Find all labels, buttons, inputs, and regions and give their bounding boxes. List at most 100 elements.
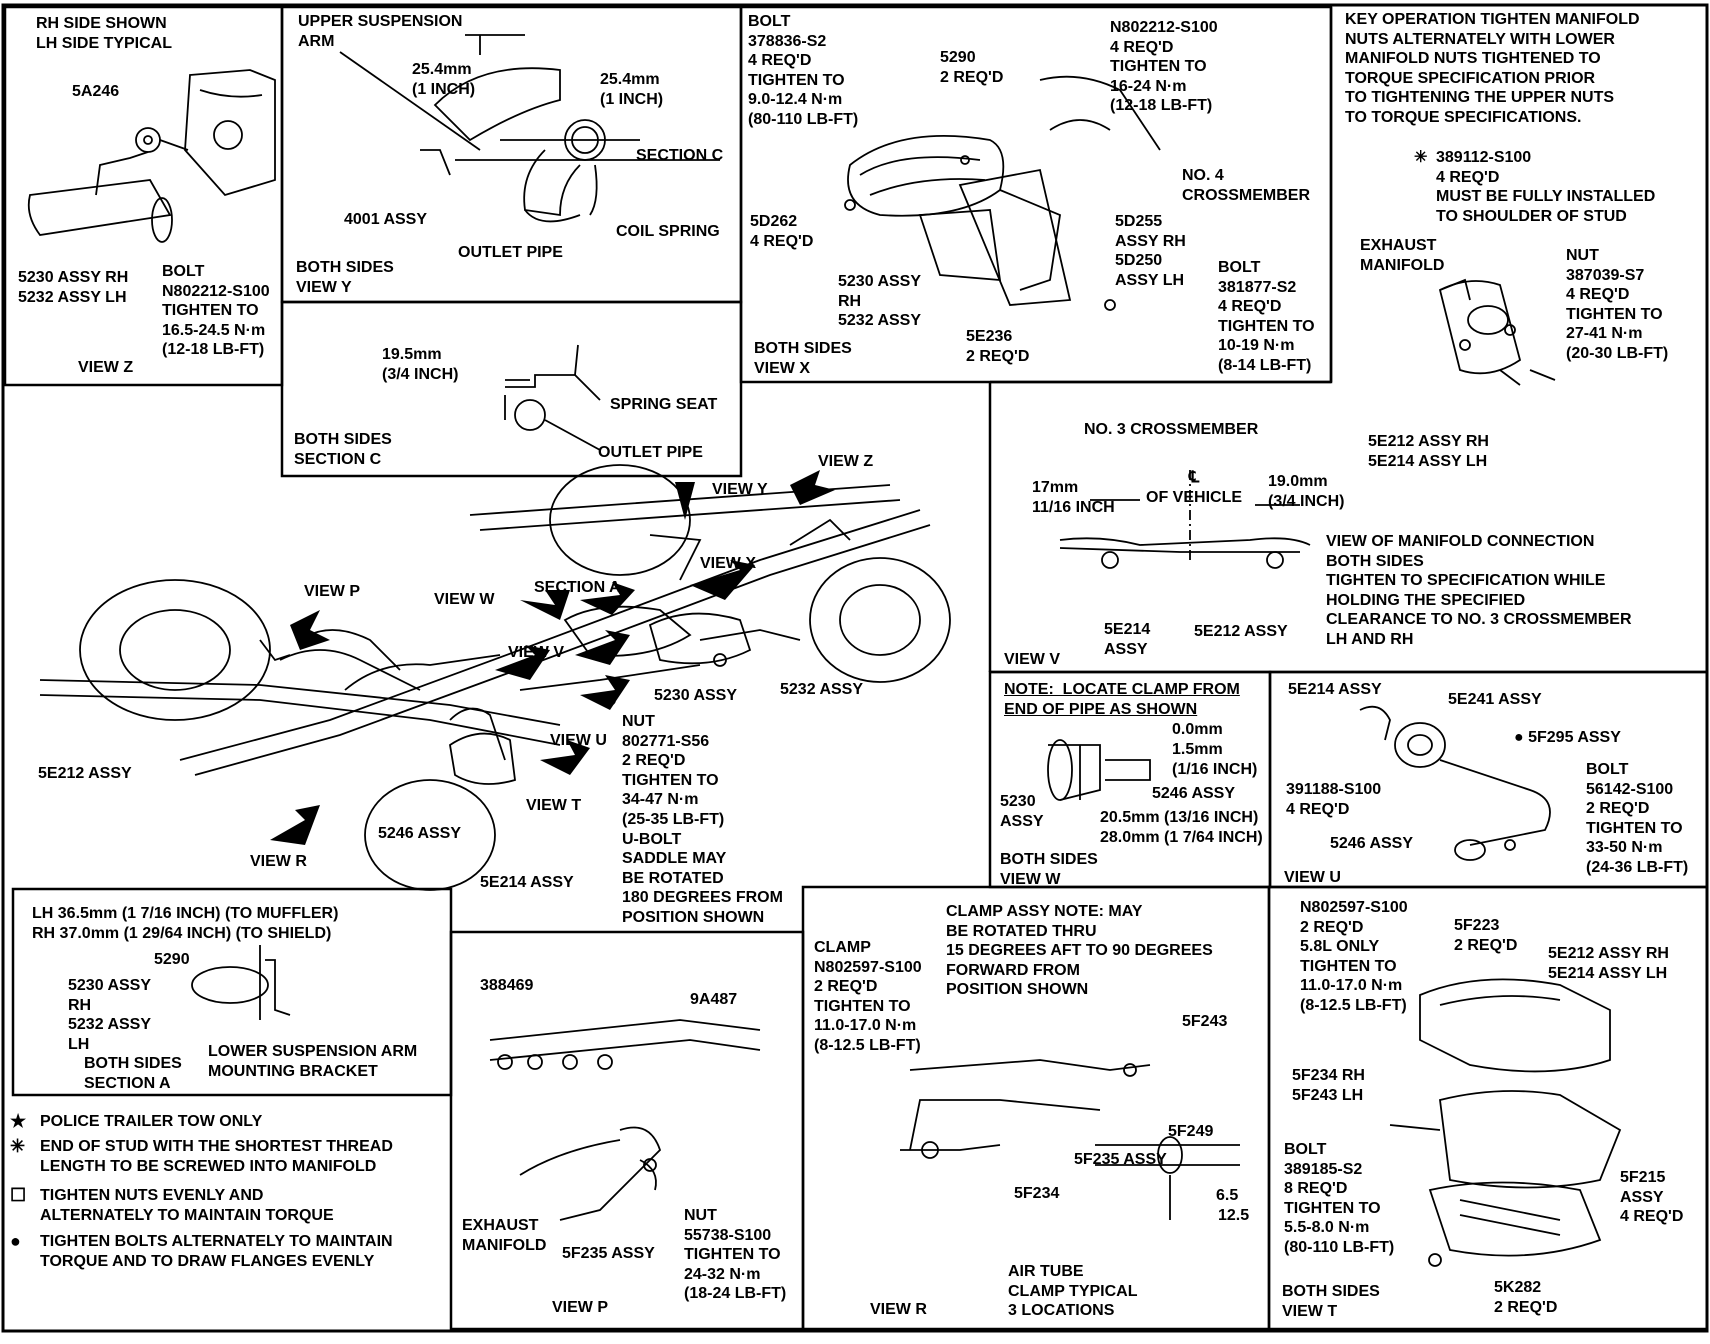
main-view-t: VIEW T — [526, 797, 582, 814]
view-v-cl: ℄ OF VEHICLE — [1146, 469, 1243, 506]
arrow-view-t — [580, 675, 630, 710]
view-p-title: VIEW P — [552, 1299, 609, 1316]
main-view-z: VIEW Z — [818, 453, 874, 470]
key-op-star: ✳ — [1414, 149, 1428, 166]
view-x-cross4: NO. 4 CROSSMEMBER — [1182, 167, 1311, 204]
view-p-9a487: 9A487 — [690, 991, 738, 1008]
main-view-x: VIEW X — [700, 555, 757, 572]
main-nut: NUT 802771-S56 2 REQ'D TIGHTEN TO 34-47 … — [622, 713, 783, 926]
view-r-d1: 6.5 — [1216, 1187, 1239, 1204]
section-c-pipe: OUTLET PIPE — [598, 444, 703, 461]
view-p-manifold: EXHAUST MANIFOLD — [462, 1217, 547, 1254]
view-u-bolt: BOLT 56142-S100 2 REQ'D TIGHTEN TO 33-50… — [1586, 761, 1689, 876]
legend-square-icon: ☐ — [10, 1185, 27, 1205]
view-u-5246: 5246 ASSY — [1330, 835, 1414, 852]
view-x-5290: 5290 2 REQ'D — [940, 49, 1004, 86]
solid-dot-icon: ● — [1514, 729, 1529, 746]
legend-asterisk-icon: ✳ — [10, 1136, 26, 1156]
main-view-u: VIEW U — [550, 732, 607, 749]
arrow-view-w — [520, 590, 570, 620]
view-x-bolt1: BOLT 378836-S2 4 REQ'D TIGHTEN TO 9.0-12… — [748, 13, 859, 128]
view-w-note: NOTE: LOCATE CLAMP FROM END OF PIPE AS S… — [1004, 681, 1240, 718]
view-z-title: VIEW Z — [78, 359, 134, 376]
view-r-air: AIR TUBE CLAMP TYPICAL 3 LOCATIONS — [1008, 1263, 1138, 1320]
view-r-clamp: CLAMP N802597-S100 2 REQ'D TIGHTEN TO 11… — [814, 939, 922, 1054]
main-assembly-artwork — [39, 464, 951, 891]
view-y-spring: COIL SPRING — [616, 223, 720, 240]
main-view-w: VIEW W — [434, 591, 495, 608]
view-p-nut: NUT 55738-S100 TIGHTEN TO 24-32 N·m (18-… — [684, 1207, 787, 1303]
legend-star-text: POLICE TRAILER TOW ONLY — [40, 1113, 263, 1130]
arrow-view-u — [540, 740, 590, 775]
view-x-5d255: 5D255 ASSY RH 5D250 ASSY LH — [1115, 213, 1186, 289]
view-w-d0: 0.0mm — [1172, 721, 1223, 738]
key-op-manifold: EXHAUST MANIFOLD — [1360, 237, 1445, 274]
view-u-5f295: ● 5F295 ASSY — [1514, 728, 1621, 748]
view-t-artwork — [1389, 978, 1622, 1267]
view-t-bolt: BOLT 389185-S2 8 REQ'D TIGHTEN TO 5.5-8.… — [1284, 1141, 1395, 1256]
section-a-bracket: LOWER SUSPENSION ARM MOUNTING BRACKET — [208, 1043, 418, 1080]
section-a-footer: BOTH SIDES SECTION A — [84, 1055, 182, 1092]
legend-dot-text: TIGHTEN BOLTS ALTERNATELY TO MAINTAIN TO… — [40, 1233, 393, 1270]
legend-star-icon: ★ — [10, 1111, 27, 1131]
legend-square-text: TIGHTEN NUTS EVENLY AND ALTERNATELY TO M… — [40, 1187, 334, 1224]
view-w-5246: 5246 ASSY — [1152, 785, 1236, 802]
main-view-p: VIEW P — [304, 583, 361, 600]
view-p-artwork — [489, 1019, 761, 1221]
key-op-note: KEY OPERATION TIGHTEN MANIFOLD NUTS ALTE… — [1345, 11, 1640, 126]
view-x-artwork — [844, 75, 1161, 311]
view-v-dim2: 19.0mm (3/4 INCH) — [1268, 473, 1345, 510]
view-r-5f243: 5F243 — [1182, 1013, 1228, 1030]
main-view-y: VIEW Y — [712, 481, 768, 498]
view-z-part: 5A246 — [72, 83, 120, 100]
view-v-dim1: 17mm 11/16 INCH — [1032, 479, 1115, 516]
view-x-5e236: 5E236 2 REQ'D — [966, 328, 1030, 365]
view-w-artwork — [1047, 739, 1151, 801]
view-u-5e241: 5E241 ASSY — [1448, 691, 1542, 708]
view-v-5e214: 5E214 ASSY — [1104, 621, 1151, 658]
view-z-bolt: BOLT N802212-S100 TIGHTEN TO 16.5-24.5 N… — [162, 263, 270, 359]
arrow-view-r — [270, 805, 320, 845]
view-y-outlet: OUTLET PIPE — [458, 244, 563, 261]
view-w-5230: 5230 ASSY — [1000, 793, 1044, 830]
view-t-footer: BOTH SIDES VIEW T — [1282, 1283, 1380, 1320]
view-u-artwork — [1359, 705, 1551, 861]
view-p-388469: 388469 — [480, 977, 534, 994]
view-v-title: VIEW V — [1004, 651, 1061, 668]
view-u-391188: 391188-S100 4 REQ'D — [1286, 781, 1382, 818]
arrow-view-p — [290, 610, 330, 650]
section-a-assy: 5230 ASSY RH 5232 ASSY LH — [68, 977, 152, 1053]
view-v-5e212: 5E212 ASSY — [1194, 623, 1288, 640]
view-t-5f234: 5F234 RH 5F243 LH — [1292, 1067, 1365, 1104]
arrow-view-v2 — [575, 630, 630, 665]
view-y-arm: UPPER SUSPENSION ARM — [298, 13, 463, 50]
section-c-seat: SPRING SEAT — [610, 396, 718, 413]
view-y-dim2: 25.4mm (1 INCH) — [600, 71, 664, 108]
view-y-dim1: 25.4mm (1 INCH) — [412, 61, 476, 98]
main-5232: 5232 ASSY — [780, 681, 864, 698]
main-view-v: VIEW V — [508, 644, 565, 661]
legend-dot-icon: ● — [10, 1231, 21, 1251]
section-c-footer: BOTH SIDES SECTION C — [294, 431, 392, 468]
view-t-frame — [1267, 885, 1709, 1331]
section-a-artwork — [191, 945, 291, 1020]
main-5e214: 5E214 ASSY — [480, 874, 574, 891]
view-u-5f295-label: 5F295 ASSY — [1528, 729, 1621, 746]
key-op-nut: NUT 387039-S7 4 REQ'D TIGHTEN TO 27-41 N… — [1566, 247, 1669, 362]
section-a-spec: LH 36.5mm (1 7/16 INCH) (TO MUFFLER) RH … — [32, 905, 339, 942]
view-arrows — [270, 470, 835, 845]
view-t-5k282: 5K282 2 REQ'D — [1494, 1279, 1558, 1316]
panel-borders — [3, 5, 1709, 1331]
view-z-header: RH SIDE SHOWN LH SIDE TYPICAL — [36, 15, 173, 52]
view-t-5f215: 5F215 ASSY 4 REQ'D — [1620, 1169, 1684, 1226]
view-x-n802212: N802212-S100 4 REQ'D TIGHTEN TO 16-24 N·… — [1110, 19, 1218, 115]
arrow-view-z — [790, 470, 835, 505]
view-p-5f235: 5F235 ASSY — [562, 1245, 655, 1262]
main-5e212: 5E212 ASSY — [38, 765, 132, 782]
view-v-cross3: NO. 3 CROSSMEMBER — [1084, 421, 1259, 438]
legend-asterisk-text: END OF STUD WITH THE SHORTEST THREAD LEN… — [40, 1138, 393, 1175]
arrow-view-x — [690, 560, 755, 600]
main-5246: 5246 ASSY — [378, 825, 462, 842]
view-w-d3: 28.0mm (1 7/64 INCH) — [1100, 829, 1263, 846]
